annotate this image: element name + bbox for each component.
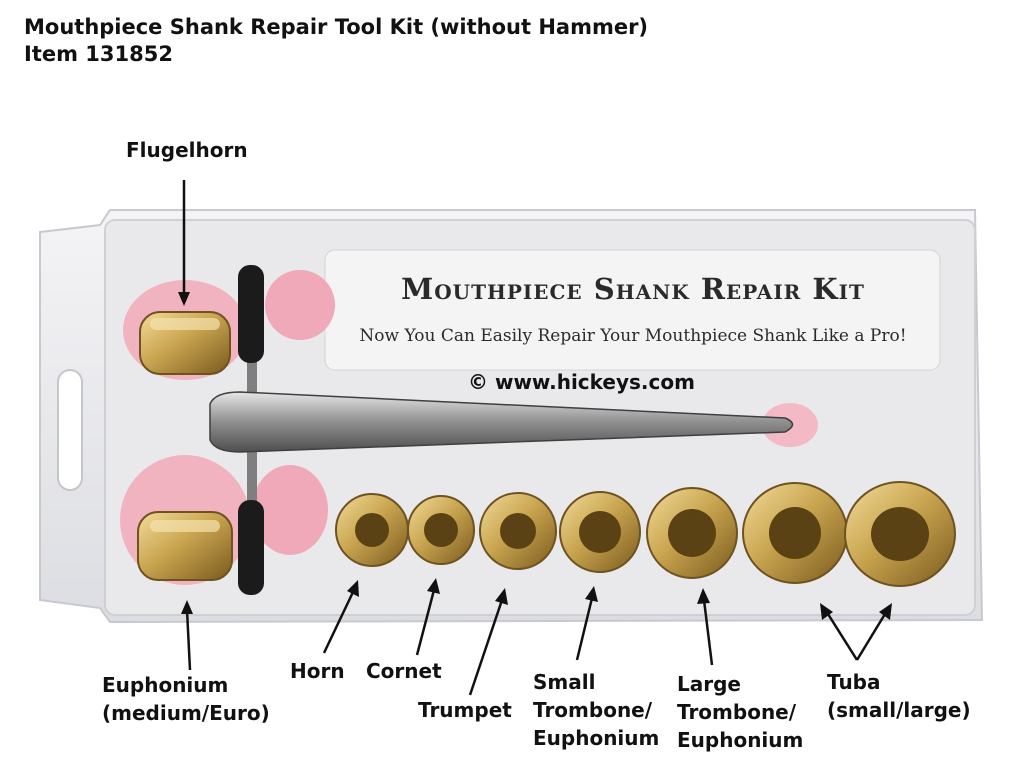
horn-die: [335, 493, 409, 567]
label-euphonium-line1: Euphonium: [102, 673, 229, 697]
label-large-trombone: Large Trombone/ Euphonium: [677, 670, 803, 754]
horn-arrow: [322, 589, 356, 654]
cornet-arrow: [415, 589, 436, 656]
label-small-line2: Trombone/: [533, 698, 653, 722]
package-subtitle: Now You Can Easily Repair Your Mouthpiec…: [359, 326, 907, 346]
flugelhorn-arrowhead: [178, 292, 190, 306]
label-small-trombone: Small Trombone/ Euphonium: [533, 668, 659, 752]
small-trombone-die: [559, 491, 641, 573]
label-euphonium-line2: (medium/Euro): [102, 701, 270, 725]
label-horn: Horn: [290, 659, 345, 683]
product-title: Mouthpiece Shank Repair Tool Kit (withou…: [24, 15, 649, 39]
small-trombone-arrow: [575, 597, 594, 661]
tuba-small-die: [742, 482, 848, 584]
label-tuba-line1: Tuba: [827, 670, 881, 694]
label-tuba-line2: (small/large): [827, 698, 971, 722]
label-tuba: Tuba (small/large): [827, 668, 971, 724]
label-euphonium: Euphonium (medium/Euro): [102, 671, 270, 727]
label-cornet: Cornet: [366, 659, 442, 683]
label-large-line2: Trombone/: [677, 700, 797, 724]
large-trombone-arrowhead: [697, 588, 710, 604]
label-large-line1: Large: [677, 672, 741, 696]
tuba-small-arrow: [826, 613, 859, 661]
euphonium-arrow: [185, 609, 192, 671]
package-title: Mouthpiece Shank Repair Kit: [401, 272, 865, 306]
cornet-die: [407, 495, 475, 565]
label-card: [324, 249, 941, 371]
brass-dies: [335, 481, 956, 587]
trumpet-arrow: [468, 599, 504, 696]
hang-slot: [57, 369, 83, 491]
small-trombone-arrowhead: [585, 586, 598, 602]
large-trombone-arrow: [702, 599, 714, 666]
label-trumpet: Trumpet: [418, 698, 512, 722]
horn-arrowhead: [347, 580, 359, 597]
trumpet-die: [479, 492, 557, 570]
tuba-large-arrowhead: [879, 603, 892, 620]
label-small-line1: Small: [533, 670, 596, 694]
flugelhorn-anvil: [139, 311, 231, 375]
mandrel-tool: [209, 265, 794, 595]
label-large-line3: Euphonium: [677, 728, 804, 752]
label-flugelhorn: Flugelhorn: [126, 138, 248, 162]
callout-arrows: [178, 180, 892, 696]
tuba-large-die: [844, 481, 956, 587]
watermark: © www.hickeys.com: [468, 370, 695, 394]
euphonium-anvil: [137, 511, 233, 581]
label-small-line3: Euphonium: [533, 726, 660, 750]
large-trombone-die: [646, 487, 738, 579]
euphonium-arrowhead: [181, 600, 193, 614]
cornet-arrowhead: [427, 578, 440, 594]
tuba-small-arrowhead: [820, 603, 833, 620]
tuba-large-arrow: [855, 613, 887, 661]
trumpet-arrowhead: [495, 588, 508, 605]
item-number: Item 131852: [24, 42, 173, 66]
page-header: Mouthpiece Shank Repair Tool Kit (withou…: [24, 14, 648, 68]
